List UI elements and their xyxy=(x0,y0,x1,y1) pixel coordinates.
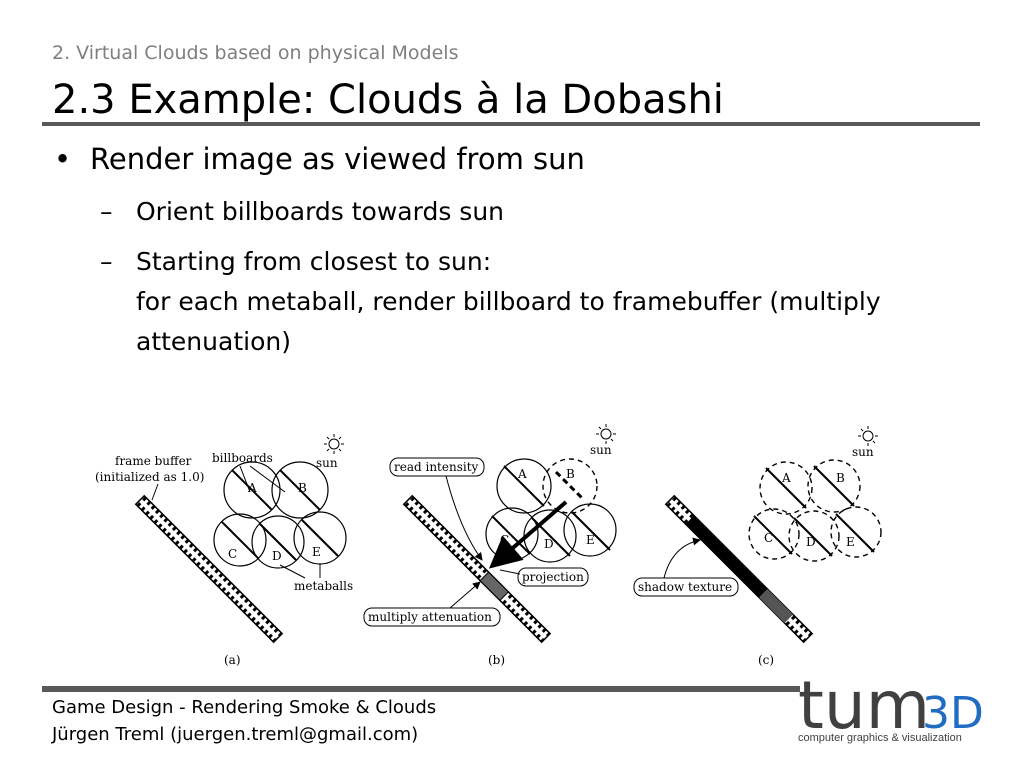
frame-buffer-init-label: (initialized as 1.0) xyxy=(95,470,204,484)
metaball-d xyxy=(251,515,305,569)
metaball-b-c xyxy=(807,459,861,513)
dobashi-figure: frame buffer (initialized as 1.0) billbo… xyxy=(95,424,882,667)
ball-label-e-b: E xyxy=(586,533,595,547)
ball-label-b-c: B xyxy=(836,471,845,485)
billboards-label: billboards xyxy=(212,451,273,465)
sub-bullet-starting: – Starting from closest to sun: for each… xyxy=(100,242,988,362)
sub-bullet-dash: – xyxy=(100,247,113,276)
read-intensity-label: read intensity xyxy=(394,460,479,474)
multiply-attenuation-label: multiply attenuation xyxy=(368,610,492,624)
caption-c: (c) xyxy=(758,653,774,667)
metaball-c-c xyxy=(748,508,800,560)
sun-label-b: sun xyxy=(590,443,612,457)
sub-bullet-starting-line1: Starting from closest to sun: xyxy=(136,247,492,276)
ball-label-b-b: B xyxy=(566,467,575,481)
frame-buffer-strip xyxy=(134,494,284,644)
ball-label-e: E xyxy=(312,545,321,559)
sun-icon xyxy=(324,434,344,454)
sub-bullet-starting-line3: attenuation) xyxy=(136,327,291,356)
footer-divider xyxy=(42,686,800,692)
sub-bullet-dash: – xyxy=(100,197,113,226)
ball-label-a-c: A xyxy=(781,471,791,485)
section-subtitle: 2. Virtual Clouds based on physical Mode… xyxy=(52,42,459,64)
metaball-b xyxy=(271,461,329,519)
ball-label-e-c: E xyxy=(846,535,855,549)
metaball-b-b xyxy=(542,458,598,514)
metaball-e-c xyxy=(830,506,882,558)
shadow-texture-box xyxy=(633,577,739,597)
panel-c: shadow texture sun A B C D E xyxy=(633,426,882,667)
ball-label-a: A xyxy=(247,481,257,495)
shadow-texture-label: shadow texture xyxy=(638,580,732,594)
tum3d-logo: tum 3D xyxy=(798,667,984,744)
slide-title: 2.3 Example: Clouds à la Dobashi xyxy=(52,77,724,123)
footer-course: Game Design - Rendering Smoke & Clouds xyxy=(52,697,437,718)
metaball-a xyxy=(223,461,281,519)
ball-label-c-b: C xyxy=(500,533,509,547)
bullet-dot: • xyxy=(54,142,72,176)
sun-icon-b xyxy=(596,424,616,444)
ball-label-b: B xyxy=(298,481,307,495)
projection-box xyxy=(517,567,589,587)
sun-label: sun xyxy=(316,456,338,470)
bullet-main: • Render image as viewed from sun xyxy=(48,140,988,178)
ball-label-d-b: D xyxy=(544,537,554,551)
read-intensity-box xyxy=(389,457,485,477)
logo-tagline: computer graphics & visualization xyxy=(798,732,962,744)
panel-b: read intensity sun A B C D xyxy=(363,424,617,667)
logo-tum-text: tum xyxy=(798,667,930,744)
ball-label-d: D xyxy=(272,549,282,563)
multiply-attenuation-box xyxy=(363,607,501,627)
metaballs-label: metaballs xyxy=(294,579,353,593)
ball-label-a-b: A xyxy=(517,467,527,481)
metaball-c xyxy=(213,513,267,567)
sub-bullet-orient-text: Orient billboards towards sun xyxy=(136,197,505,226)
ball-label-c-c: C xyxy=(764,531,773,545)
frame-buffer-strip-c xyxy=(664,494,814,644)
panel-a: frame buffer (initialized as 1.0) billbo… xyxy=(95,434,353,667)
sun-label-c: sun xyxy=(852,445,874,459)
frame-buffer-strip-b xyxy=(402,494,552,644)
caption-b: (b) xyxy=(488,653,505,667)
ball-label-d-c: D xyxy=(806,535,816,549)
sub-bullet-starting-line2: for each metaball, render billboard to f… xyxy=(136,287,881,316)
caption-a: (a) xyxy=(224,653,241,667)
bullet-list: • Render image as viewed from sun – Orie… xyxy=(48,140,988,362)
ball-label-c: C xyxy=(228,547,237,561)
metaball-a-c xyxy=(759,461,813,515)
metaball-a-b xyxy=(496,458,552,514)
projection-label: projection xyxy=(522,570,584,584)
title-divider xyxy=(42,122,980,126)
footer-author: Jürgen Treml (juergen.treml@gmail.com) xyxy=(52,724,419,745)
logo-3d-text: 3D xyxy=(922,688,984,739)
sub-bullet-orient: – Orient billboards towards sun xyxy=(100,192,988,232)
sun-icon-c xyxy=(858,426,878,446)
metaball-d-c xyxy=(788,510,840,562)
frame-buffer-label: frame buffer xyxy=(115,454,192,468)
bullet-main-text: Render image as viewed from sun xyxy=(90,142,585,176)
